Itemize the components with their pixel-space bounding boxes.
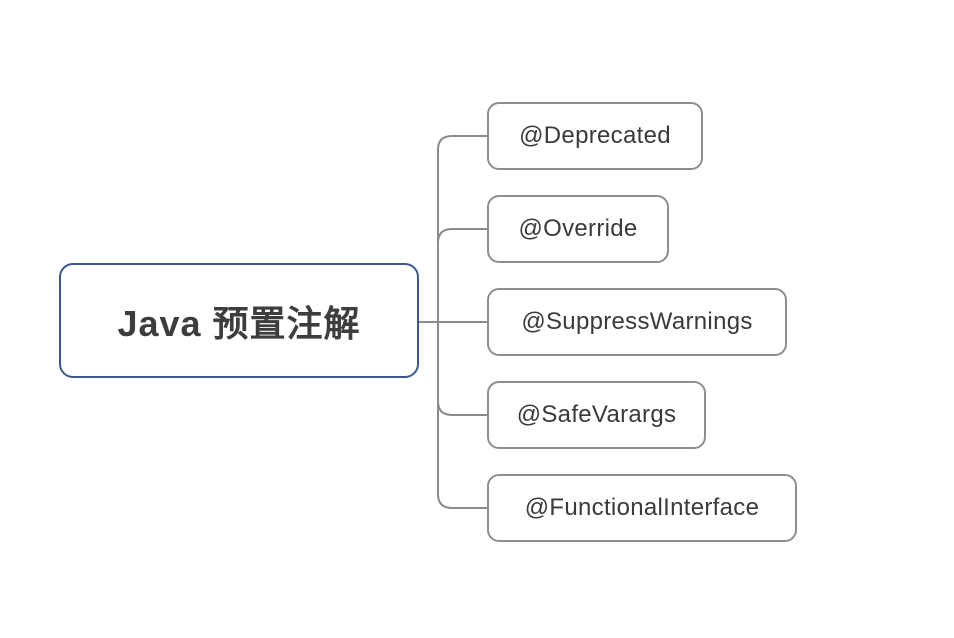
- child-node-label: @SafeVarargs: [516, 401, 677, 428]
- connector-to-child-4: [437, 400, 488, 416]
- connector-to-child-2: [437, 228, 488, 244]
- root-node-label: Java 预置注解: [117, 302, 361, 344]
- child-node-label: @SuppressWarnings: [521, 308, 753, 335]
- child-node-label: @FunctionalInterface: [524, 494, 760, 521]
- child-node-deprecated[interactable]: @Deprecated: [487, 102, 703, 170]
- child-node-override[interactable]: @Override: [487, 195, 669, 263]
- root-node[interactable]: Java 预置注解: [59, 263, 419, 378]
- child-node-suppresswarnings[interactable]: @SuppressWarnings: [487, 288, 787, 356]
- child-node-label: @Override: [518, 215, 638, 242]
- connector-trunk: [437, 135, 488, 509]
- child-node-safevarargs[interactable]: @SafeVarargs: [487, 381, 706, 449]
- child-node-functionalinterface[interactable]: @FunctionalInterface: [487, 474, 797, 542]
- child-node-label: @Deprecated: [519, 122, 671, 149]
